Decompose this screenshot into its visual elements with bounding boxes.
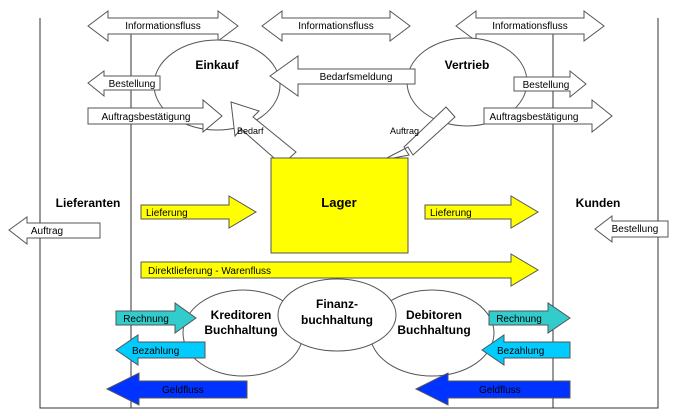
bedarfsmeldung-label: Bedarfsmeldung xyxy=(320,72,393,83)
bestellung-left-label: Bestellung xyxy=(109,79,156,90)
rechnung-left-arrow xyxy=(115,302,197,334)
info-flow-arrow-right xyxy=(455,10,605,42)
bezahlung-left-arrow xyxy=(115,334,206,366)
info-flow-right-label: Informationsfluss xyxy=(492,21,568,32)
rechnung-right-arrow xyxy=(488,302,571,334)
direktlieferung-arrow xyxy=(140,253,539,287)
rechnung-right-label: Rechnung xyxy=(496,314,542,325)
info-flow-arrow-left xyxy=(87,10,239,42)
finanz-label-line1: Finanz- xyxy=(316,297,358,311)
lager-box xyxy=(270,157,409,254)
finanz-label-line2: buchhaltung xyxy=(301,313,373,327)
lieferung-right-label: Lieferung xyxy=(430,208,472,219)
geldfluss-left-label: Geldfluss xyxy=(162,385,204,396)
einkauf-label: Einkauf xyxy=(195,58,239,72)
auftragsbestaetigung-left-label: Auftragsbestätigung xyxy=(102,112,191,123)
direktlieferung-label: Direktlieferung - Warenfluss xyxy=(148,266,271,277)
bestellung-right-label: Bestellung xyxy=(523,80,570,91)
lieferung-left-label: Lieferung xyxy=(146,208,188,219)
bezahlung-right-arrow xyxy=(481,334,571,366)
geldfluss-right-arrow xyxy=(414,372,571,406)
auftragsbestaetigung-right-arrow xyxy=(483,98,613,134)
supplier-outer-boundary xyxy=(39,18,659,409)
lager-label: Lager xyxy=(321,195,356,210)
auftrag-lieferanten-label: Auftrag xyxy=(31,226,63,237)
kreditoren-label-line1: Kreditoren xyxy=(211,308,272,322)
auftrag-vertrieb-label: Auftrag xyxy=(390,126,419,136)
bestellung-kunden-arrow xyxy=(594,214,669,244)
bezahlung-right-label: Bezahlung xyxy=(497,346,544,357)
finanzbuchhaltung-ellipse xyxy=(277,278,397,352)
bestellung-right-arrow xyxy=(513,69,587,99)
lieferung-right-arrow xyxy=(424,195,539,229)
bedarfsmeldung-arrow xyxy=(269,55,416,97)
debitoren-label-line1: Debitoren xyxy=(406,308,462,322)
lieferung-left-arrow xyxy=(140,195,257,229)
geldfluss-left-arrow xyxy=(105,372,248,406)
vertrieb-label: Vertrieb xyxy=(445,58,490,72)
bestellung-left-arrow xyxy=(87,70,161,98)
kreditoren-label-line2: Buchhaltung xyxy=(204,323,277,337)
bezahlung-left-label: Bezahlung xyxy=(132,346,179,357)
lieferanten-label: Lieferanten xyxy=(56,196,121,210)
info-flow-left-label: Informationsfluss xyxy=(125,21,201,32)
auftragsbestaetigung-left-arrow xyxy=(87,98,223,134)
rechnung-left-label: Rechnung xyxy=(123,314,169,325)
bestellung-kunden-label: Bestellung xyxy=(612,224,659,235)
kunden-label: Kunden xyxy=(576,196,621,210)
geldfluss-right-label: Geldfluss xyxy=(479,385,521,396)
auftrag-vertrieb-arrow xyxy=(382,106,456,161)
auftrag-lieferanten-arrow xyxy=(8,216,101,246)
info-flow-arrow-center xyxy=(261,10,411,42)
info-flow-center-label: Informationsfluss xyxy=(298,21,374,32)
auftragsbestaetigung-right-label: Auftragsbestätigung xyxy=(490,112,579,123)
bedarf-label: Bedarf xyxy=(237,126,264,136)
debitoren-label-line2: Buchhaltung xyxy=(397,323,470,337)
